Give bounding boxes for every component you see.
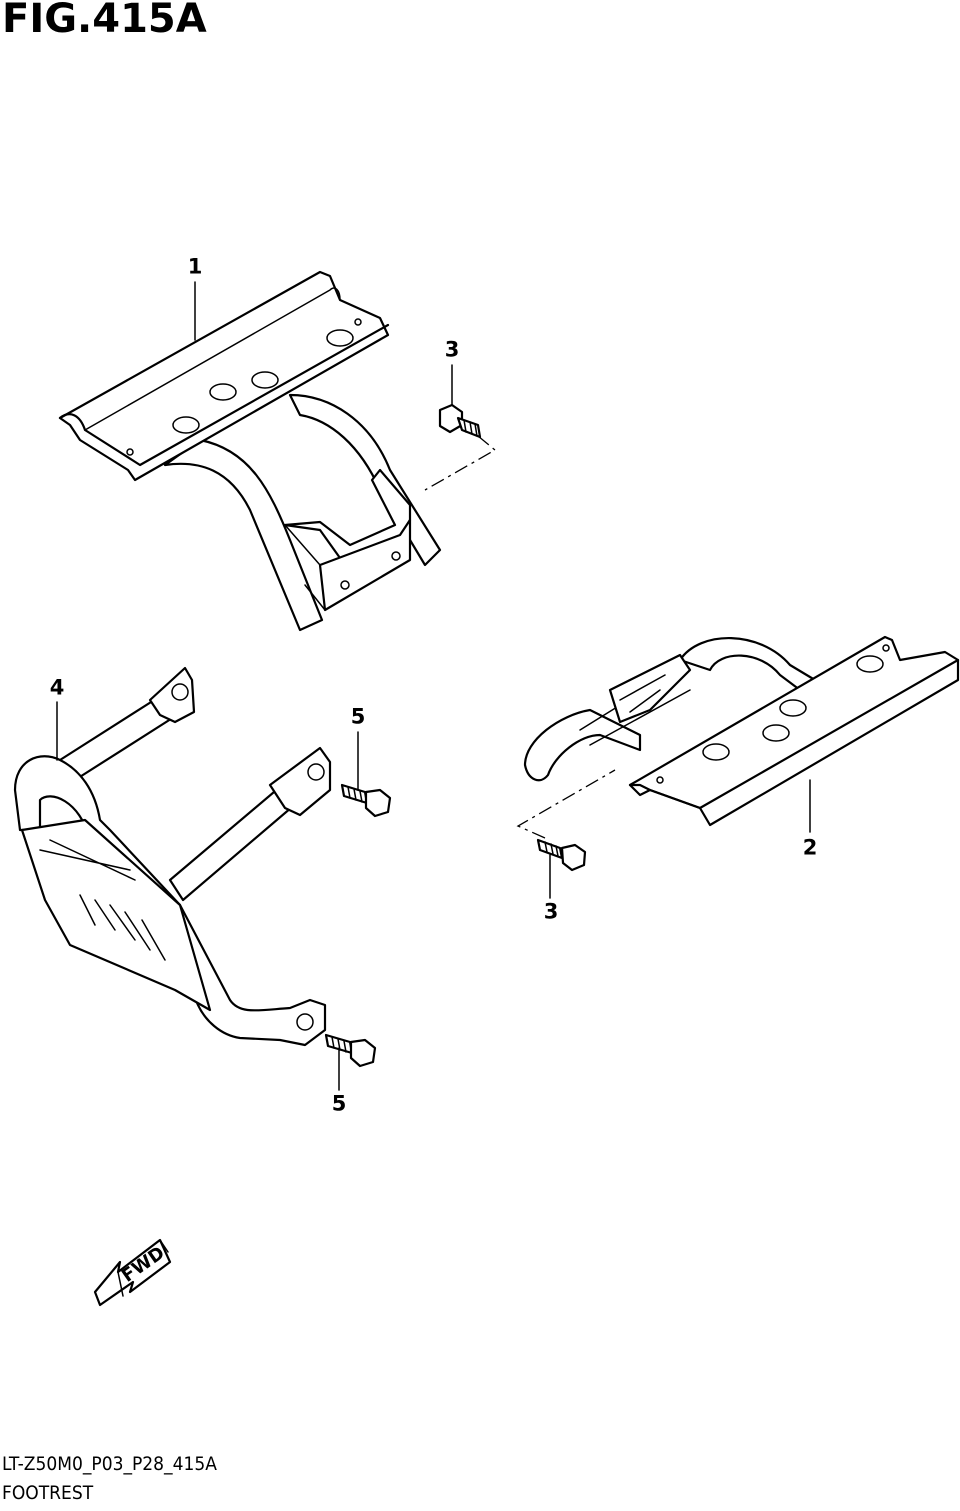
footrest-bracket-left-drawing: [58, 270, 442, 632]
alignment-line-3-upper: [424, 435, 497, 491]
callout-2: 2: [802, 835, 818, 860]
fwd-arrow-icon: [93, 1238, 172, 1307]
bolt-3-lower-drawing: [536, 838, 587, 872]
bolt-5-lower-drawing: [324, 1033, 377, 1068]
callout-3-upper: 3: [444, 337, 460, 362]
footrest-guard-drawing: [13, 666, 332, 1047]
bolt-3-upper-drawing: [438, 403, 482, 439]
callout-5-upper: 5: [350, 704, 366, 729]
footrest-bracket-right-drawing: [523, 635, 960, 827]
alignment-line-3-lower: [516, 769, 616, 839]
callout-5-lower: 5: [331, 1091, 347, 1116]
callout-1: 1: [187, 254, 203, 279]
bolt-5-upper-drawing: [340, 783, 392, 818]
figure-title: FIG.415A: [2, 0, 207, 42]
diagram-caption: FOOTREST: [2, 1482, 94, 1504]
callout-4: 4: [49, 675, 65, 700]
diagram-code: LT-Z50M0_P03_P28_415A: [2, 1453, 217, 1475]
callout-3-lower: 3: [543, 899, 559, 924]
